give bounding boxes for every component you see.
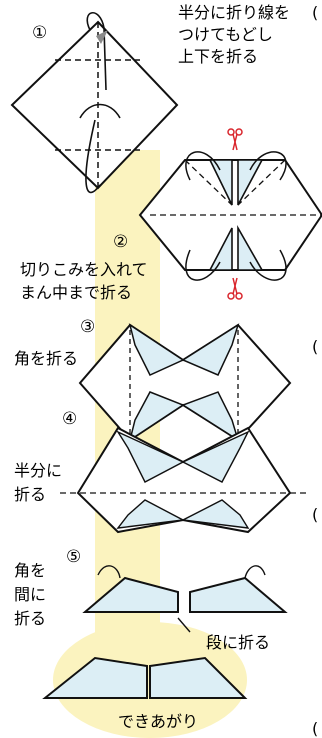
step1-text-1: 半分に折り線を <box>178 3 290 22</box>
step2-text-1: 切りこみを入れて <box>20 260 148 279</box>
edge-glyph-3: ( <box>312 505 318 524</box>
edge-glyph-4: ( <box>312 719 318 738</box>
step3-flaps <box>128 323 240 442</box>
step3-number: ③ <box>80 317 95 337</box>
star-icon <box>96 30 108 44</box>
scissors-icon <box>227 128 243 151</box>
step5-text-1: 角を <box>14 561 46 580</box>
step2-text-2: まん中まで折る <box>20 283 132 302</box>
step4-text-2: 折る <box>14 485 46 504</box>
step1-text-3: 上下を折る <box>178 47 258 66</box>
step2-number: ② <box>113 232 128 252</box>
step5-shape <box>82 576 288 613</box>
finished-text: できあがり <box>118 712 198 731</box>
step2-flaps <box>208 159 264 271</box>
step1-arrows <box>79 12 121 194</box>
step4-number: ④ <box>62 409 77 429</box>
step4-text-1: 半分に <box>14 461 62 480</box>
step5-arrows <box>97 565 266 633</box>
step5-side-text: 段に折る <box>206 633 270 652</box>
step5-text-3: 折る <box>14 609 46 628</box>
edge-glyph-1: ( <box>312 3 318 22</box>
step5-text-2: 間に <box>14 585 46 604</box>
step2-arrows <box>185 151 287 281</box>
step5-number: ⑤ <box>66 547 81 567</box>
scissors-icon-2 <box>227 277 243 300</box>
finished-shape <box>42 656 248 699</box>
step3-text-1: 角を折る <box>14 349 78 368</box>
step1-number: ① <box>32 23 47 43</box>
step1-text-2: つけてもどし <box>178 25 273 44</box>
edge-glyph-2: ( <box>312 337 318 356</box>
step2-fold-lines <box>150 159 322 216</box>
step4-shape <box>76 426 292 534</box>
step4-flaps <box>116 430 250 529</box>
